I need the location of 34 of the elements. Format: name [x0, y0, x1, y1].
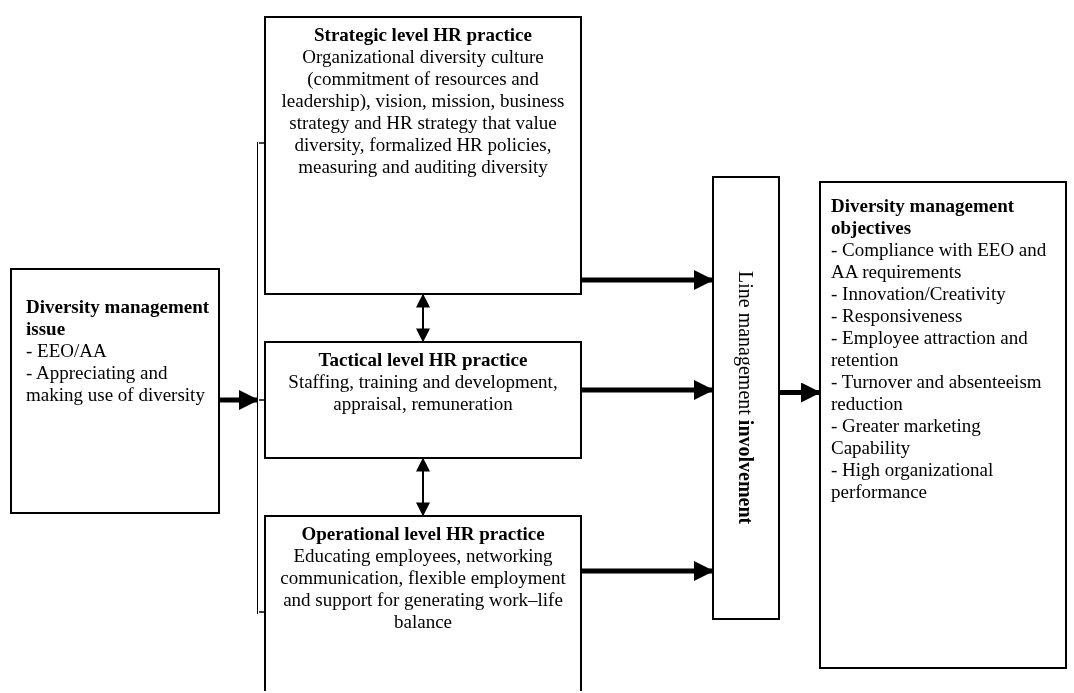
arrow — [582, 380, 714, 400]
box-heading: Diversity management issue — [26, 296, 210, 340]
arrow — [416, 293, 430, 343]
process-box — [264, 341, 582, 459]
process-box — [264, 16, 582, 295]
box-text: - Innovation/Creativity — [831, 283, 1007, 305]
box-text: - Compliance with EEO and AA requirements — [831, 239, 1048, 283]
vertical-process-box — [712, 176, 780, 620]
box-text: Educating employees, networking communication, flexible employment and support for generating work–life balance — [279, 545, 567, 633]
process-box — [819, 181, 1067, 669]
box-text: - Employee attraction and retention — [831, 327, 1029, 371]
box-text: - EEO/AA — [26, 340, 108, 362]
box-text: Organizational diversity culture (commitment of resources and leadership), vision, mission, business strategy and HR strategy that value diversity, formalized HR policies, measuring and auditing diversity — [280, 46, 566, 178]
arrow — [220, 390, 259, 410]
box-text: - Turnover and absenteeism reduction — [831, 371, 1043, 415]
box-text: - Greater marketing Capability — [831, 415, 982, 459]
process-box — [264, 515, 582, 691]
arrow — [582, 270, 714, 290]
connector-line — [256, 142, 265, 144]
box-text: Staffing, training and development, appraisal, remuneration — [287, 371, 559, 415]
vertical-label: Line management involvement — [735, 271, 757, 525]
arrow — [780, 382, 821, 403]
arrow — [416, 457, 430, 517]
box-text: - High organizational performance — [831, 459, 995, 503]
box-heading: Strategic level HR practice — [313, 24, 533, 46]
connector-line — [256, 611, 265, 613]
box-text: - Appreciating and making use of diversity — [26, 362, 206, 406]
box-heading: Diversity management objectives — [831, 195, 1016, 239]
box-heading: Tactical level HR practice — [317, 349, 529, 371]
box-text: - Responsiveness — [831, 305, 964, 327]
box-heading: Operational level HR practice — [300, 523, 546, 545]
process-box — [10, 268, 220, 514]
arrow — [582, 561, 714, 581]
connector-line — [256, 399, 265, 401]
